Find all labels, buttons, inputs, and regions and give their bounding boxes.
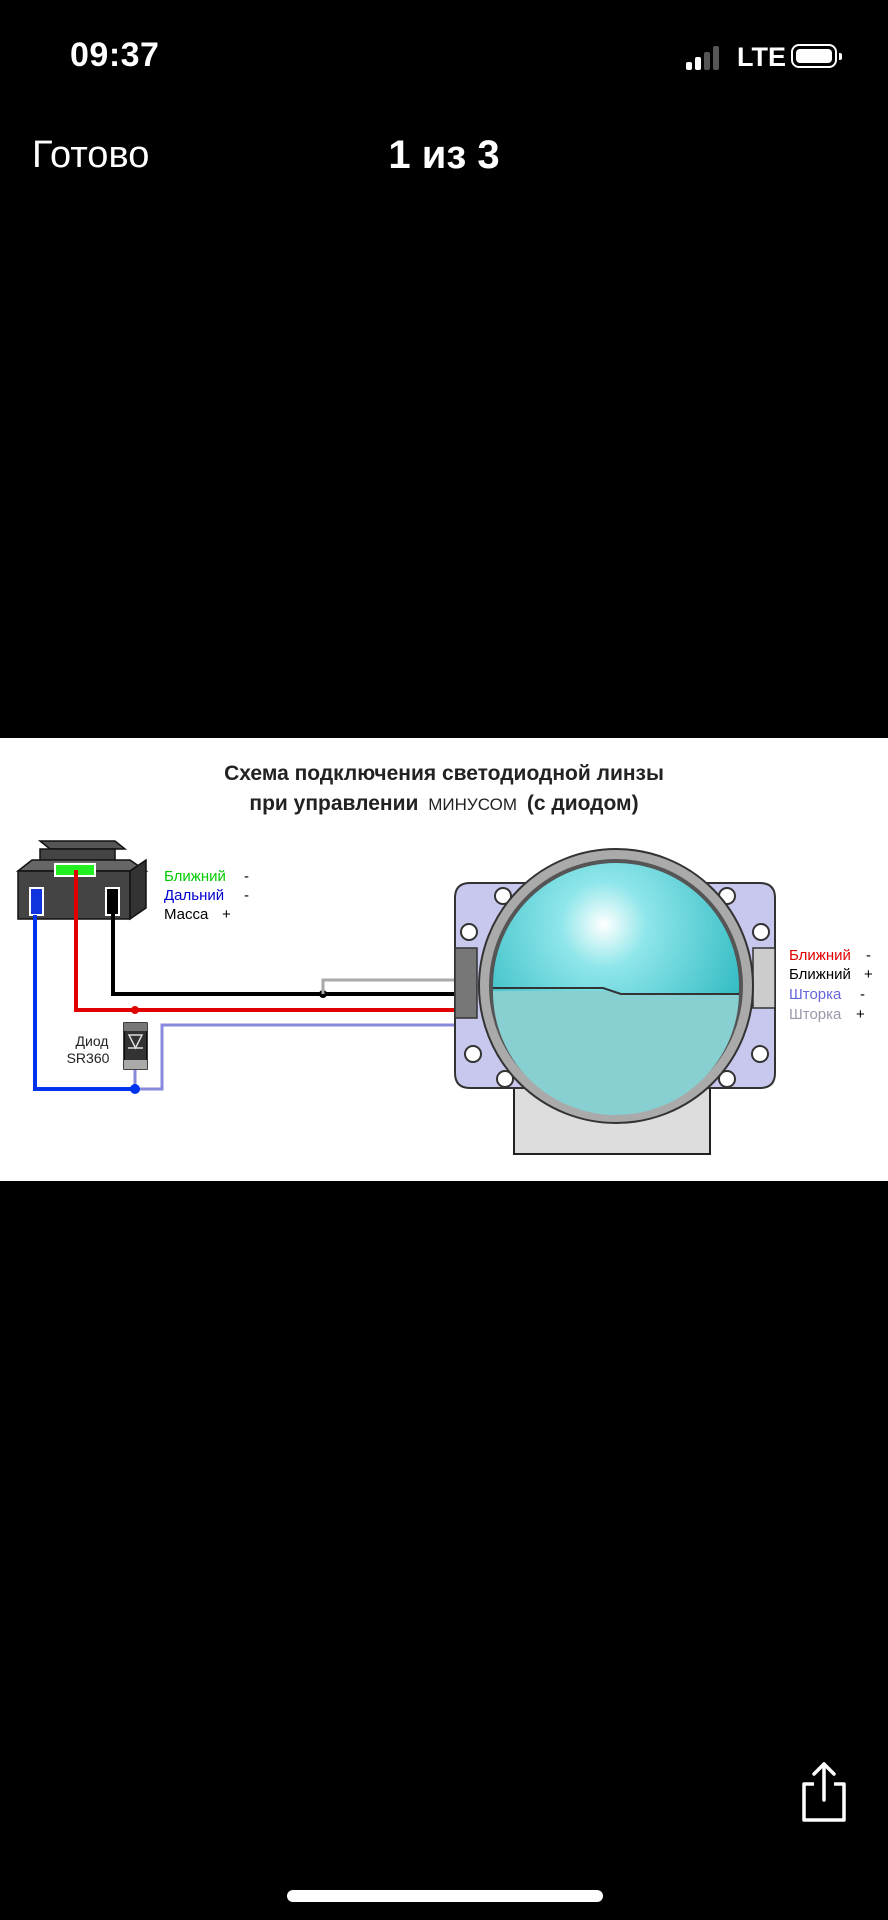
- diode-label-line1: Диод: [76, 1033, 109, 1049]
- title-part1: при управлении: [249, 792, 418, 815]
- lens-label-low-beam-minus: Ближний: [789, 947, 851, 964]
- status-time: 09:37: [70, 36, 160, 74]
- connector-label-high-beam: Дальний: [164, 887, 224, 904]
- connector-sign-ground: +: [222, 906, 231, 923]
- title-part3: (с диодом): [527, 792, 639, 815]
- battery-icon: [791, 44, 842, 68]
- lens-sign-low-beam-plus: +: [864, 966, 873, 983]
- lens-sign-shutter-minus: -: [860, 986, 865, 1003]
- diagram-title-line2: при управлении МИНУСОМ (с диодом): [249, 792, 638, 815]
- connector-block: [15, 840, 149, 921]
- photo-viewer-image[interactable]: Схема подключения светодиодной линзы при…: [0, 738, 888, 1181]
- share-button[interactable]: [796, 1760, 852, 1826]
- done-button[interactable]: Готово: [32, 134, 150, 176]
- lens-label-shutter-plus: Шторка: [789, 1006, 842, 1023]
- diode-sr360: [123, 1022, 148, 1070]
- connector-label-ground: Масса: [164, 906, 209, 923]
- share-icon: [802, 1762, 846, 1822]
- network-type: LTE: [737, 42, 786, 72]
- led-lens: [454, 848, 776, 1155]
- diagram-title-line1: Схема подключения светодиодной линзы: [224, 762, 664, 785]
- connector-sign-low-beam: -: [244, 868, 249, 885]
- diode-label-line2: SR360: [67, 1050, 110, 1066]
- lens-sign-low-beam-minus: -: [866, 947, 871, 964]
- page-counter: 1 из 3: [388, 133, 500, 177]
- title-part2: МИНУСОМ: [428, 795, 517, 814]
- lens-sign-shutter-plus: +: [856, 1006, 865, 1023]
- home-indicator[interactable]: [287, 1890, 603, 1902]
- wiring-diagram: Схема подключения светодиодной линзы при…: [15, 762, 873, 1155]
- connector-label-low-beam: Ближний: [164, 868, 226, 885]
- lens-label-shutter-minus: Шторка: [789, 986, 842, 1003]
- status-bar: 09:37 LTE: [0, 0, 888, 110]
- cellular-signal-icon: [686, 44, 726, 70]
- lens-label-low-beam-plus: Ближний: [789, 966, 851, 983]
- connector-sign-high-beam: -: [244, 887, 249, 904]
